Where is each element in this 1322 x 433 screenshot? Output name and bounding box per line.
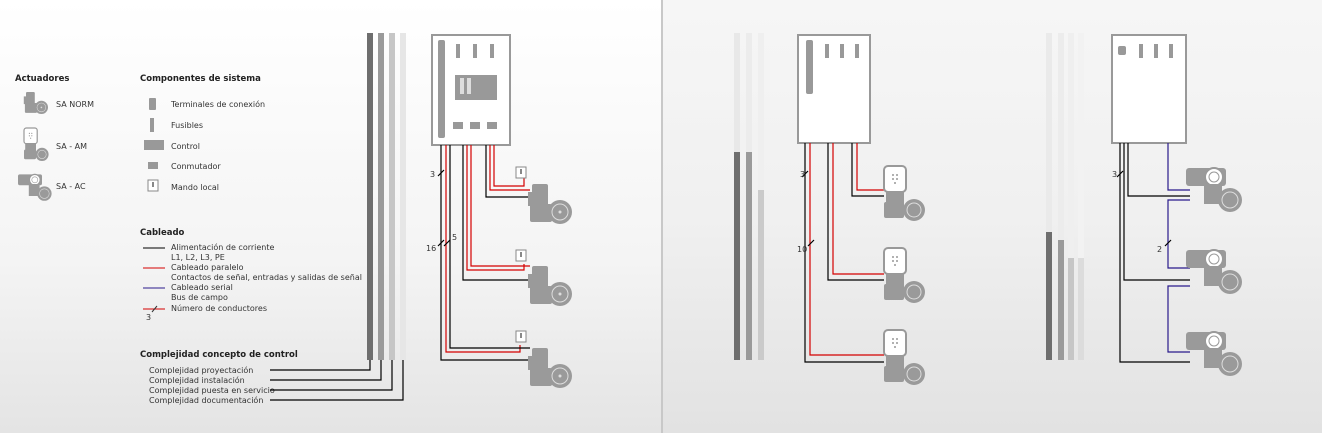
conductor-count: 2: [1157, 245, 1162, 254]
actuator-sa-am: SA - AM: [56, 142, 87, 151]
wiring-am: [801, 143, 884, 363]
tick-mark: [151, 305, 158, 313]
sa-norm-icon: [23, 91, 49, 115]
conductor-count: 3: [800, 170, 805, 179]
sa-am-icon: [23, 127, 50, 162]
control-cabinet-ac: [1111, 34, 1187, 144]
sa-ac-actuator: [1185, 331, 1243, 377]
control-cabinet-am: [797, 34, 871, 144]
wiring-serial-sub: Bus de campo: [171, 293, 228, 302]
complexity-commissioning: Complejidad puesta en servicio: [149, 386, 275, 395]
sa-norm-actuator: [527, 183, 573, 225]
conductor-count: 10: [797, 245, 807, 254]
components-title: Componentes de sistema: [140, 74, 261, 84]
wiring-parallel: Cableado paralelo: [171, 263, 244, 272]
component-control: Control: [171, 142, 200, 151]
component-fuses: Fusibles: [171, 121, 203, 130]
terminal-icon: [149, 98, 156, 110]
local-control-icon: [515, 249, 527, 262]
wiring-title: Cableado: [140, 228, 185, 238]
sa-ac-icon: [17, 173, 53, 202]
sa-am-actuator: [883, 247, 926, 304]
control-cabinet-conventional: [431, 34, 511, 146]
conductor-count: 3: [430, 170, 435, 179]
control-icon: [144, 140, 164, 150]
component-switch: Conmutador: [171, 162, 221, 171]
component-terminals: Terminales de conexión: [170, 99, 265, 109]
complexity-planning: Complejidad proyectación: [149, 365, 253, 375]
complexity-bars-conventional: [367, 33, 406, 360]
sa-norm-actuator: [527, 265, 573, 307]
wiring-ac: [1116, 143, 1190, 363]
sa-am-actuator: [883, 329, 926, 386]
complexity-documentation: Complejidad documentación: [149, 395, 263, 405]
complexity-bars-am: [734, 33, 764, 360]
complexity-installation: Complejidad instalación: [149, 375, 245, 385]
actuator-sa-norm: SA NORM: [56, 100, 94, 109]
wiring-parallel-sub: Contactos de señal, entradas y salidas d…: [171, 273, 362, 282]
fuse-icon: [150, 118, 154, 132]
sa-norm-actuator: [527, 347, 573, 389]
local-control-icon: [515, 330, 527, 343]
complexity-bars-ac: [1046, 33, 1084, 360]
switch-icon: [148, 162, 158, 169]
sa-am-actuator: [883, 165, 926, 222]
conductor-count: 3: [1112, 170, 1117, 179]
wiring-serial: Cableado serial: [171, 283, 233, 292]
wiring-conventional: [437, 145, 530, 361]
divider: [661, 0, 663, 433]
actuators-title: Actuadores: [15, 74, 69, 84]
wiring-power-sub: L1, L2, L3, PE: [171, 253, 225, 262]
wiring-count-sample: 3: [146, 313, 151, 322]
complexity-leaders: [270, 360, 404, 401]
local-control-icon: [515, 166, 527, 179]
local-control-icon: [147, 179, 159, 192]
conductor-count: 5: [452, 233, 457, 242]
conductor-count: 16: [426, 244, 436, 253]
component-local-control: Mando local: [171, 183, 219, 192]
actuator-sa-ac: SA - AC: [56, 182, 86, 191]
wiring-power: Alimentación de corriente: [171, 242, 274, 252]
sa-ac-actuator: [1185, 167, 1243, 213]
sa-ac-actuator: [1185, 249, 1243, 295]
wiring-count: Número de conductores: [171, 304, 267, 313]
complexity-title: Complejidad concepto de control: [140, 350, 298, 360]
